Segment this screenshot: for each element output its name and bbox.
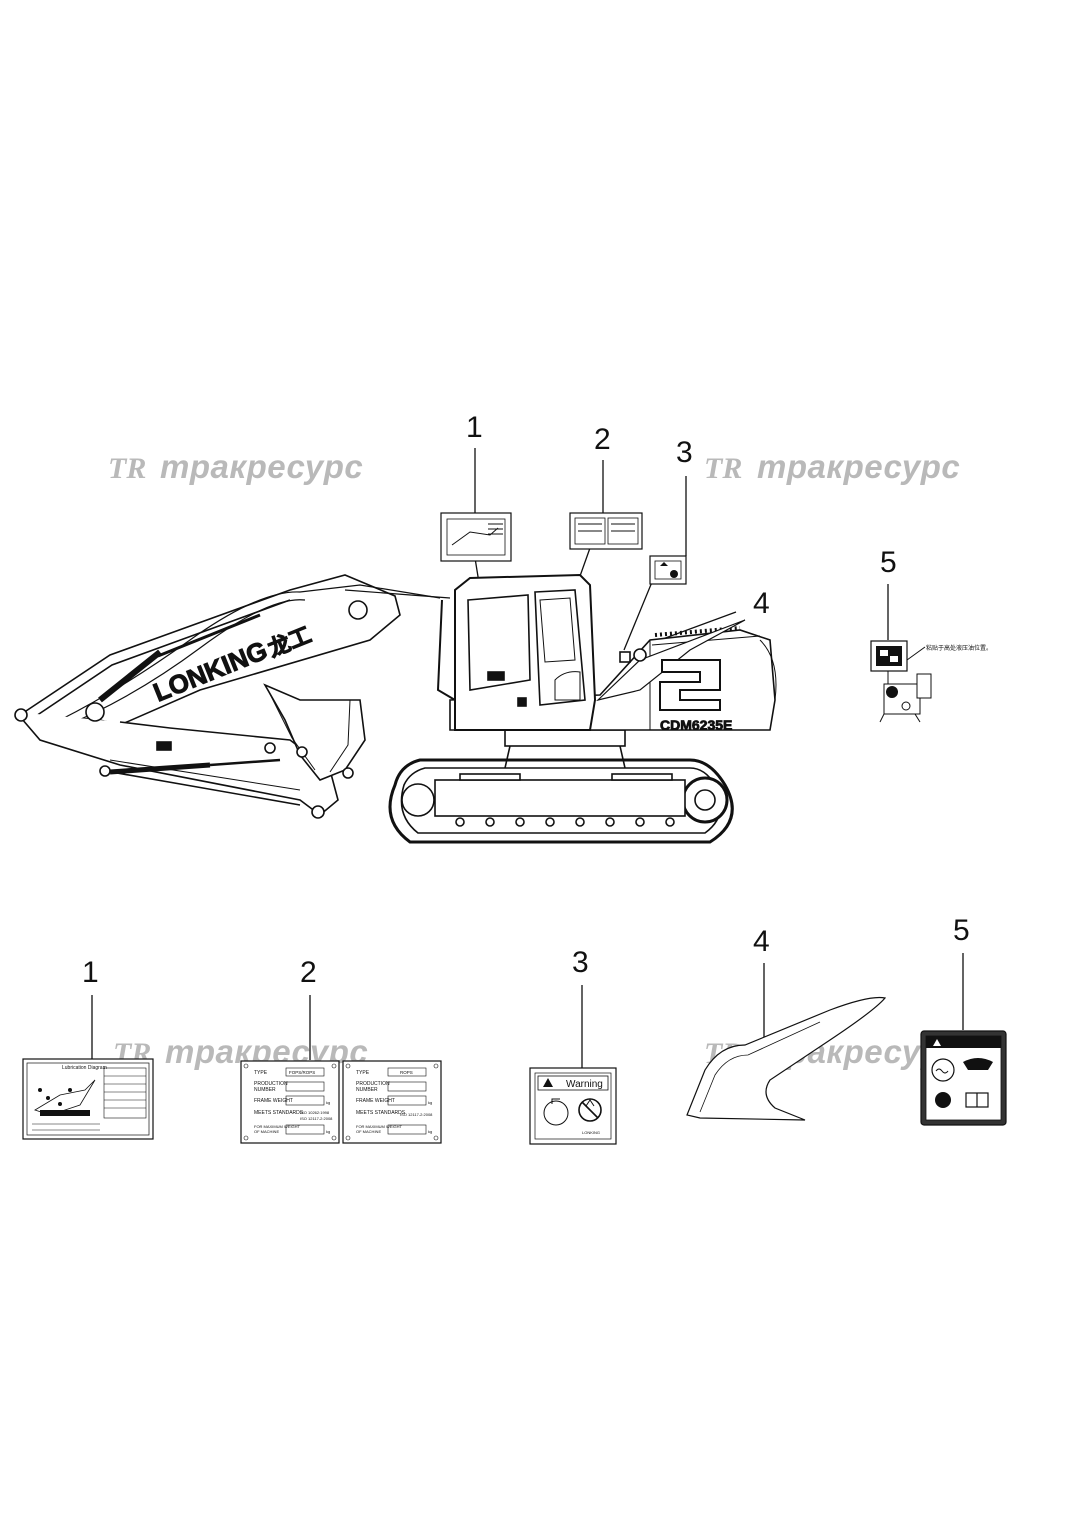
rops-type-value: ROPS <box>400 1070 413 1075</box>
decal-hydraulic-oil <box>920 1030 1007 1126</box>
fops-type-value: FOPS/ROPS <box>289 1070 315 1075</box>
fops-frame-weight-label: FRAME WEIGHT <box>254 1098 293 1104</box>
rops-standard-1: ISO 12117-2:2008 <box>400 1112 433 1117</box>
engine-icon <box>543 1100 569 1126</box>
pressure-gauge-icon <box>931 1058 955 1082</box>
callout-2-top: 2 <box>594 423 611 456</box>
callout-3-bottom: 3 <box>572 946 589 979</box>
preview-decal-2 <box>569 512 643 550</box>
warning-brand: LONKING <box>582 1130 600 1135</box>
callout-2-bottom: 2 <box>300 956 317 989</box>
callout-1-bottom: 1 <box>82 956 99 989</box>
decal-warning: Warning LONKING <box>529 1067 617 1145</box>
warning-triangle-icon <box>543 1078 553 1087</box>
fops-standards-label: MEETS STANDARDS <box>254 1110 304 1116</box>
watermark-1: TR тракресурс <box>108 448 363 485</box>
callout-5-top: 5 <box>880 546 897 579</box>
cap-icon <box>935 1092 951 1108</box>
oil-can-icon <box>963 1058 993 1070</box>
plate-fops-rops: TYPE FOPS/ROPS PRODUCTION NUMBER FRAME W… <box>240 1060 340 1144</box>
decal1-title: Lubrication Diagram <box>62 1065 107 1071</box>
watermark-text: тракресурс <box>160 448 363 485</box>
watermark-logo: TR <box>704 452 742 485</box>
decal-swoosh-stripe <box>686 996 887 1121</box>
watermark-text: тракресурс <box>757 448 960 485</box>
rops-production-label: PRODUCTION <box>356 1081 390 1087</box>
plate-rops: TYPE ROPS PRODUCTION NUMBER FRAME WEIGHT… <box>342 1060 442 1144</box>
callout-5-bottom: 5 <box>953 914 970 947</box>
rops-kg-unit-2: kg <box>428 1129 432 1134</box>
model-text: CDM6235E <box>660 717 732 733</box>
excavator-drawing <box>14 573 777 844</box>
watermark-2: TR тракресурс <box>704 448 960 485</box>
callout-4-bottom: 4 <box>753 925 770 958</box>
rops-max-weight-label: FOR MAXIMUM WEIGHT <box>356 1124 403 1129</box>
rops-frame-weight-label: FRAME WEIGHT <box>356 1098 395 1104</box>
fops-of-machine-label: OF MACHINE <box>254 1129 279 1134</box>
leader-lines-bottom <box>91 953 964 1068</box>
rops-type-label: TYPE <box>356 1070 370 1076</box>
caution-triangle-icon <box>933 1039 941 1046</box>
fops-max-weight-label: FOR MAXIMUM WEIGHT <box>254 1124 301 1129</box>
rops-of-machine-label: OF MACHINE <box>356 1129 381 1134</box>
callout-4-top: 4 <box>753 587 770 620</box>
rops-kg-unit: kg <box>428 1100 432 1105</box>
warning-title: Warning <box>566 1079 603 1090</box>
preview-decal-1 <box>440 512 512 562</box>
fops-standard-1: ISO 10262:1998 <box>300 1110 330 1115</box>
preview-decal-3 <box>649 555 687 585</box>
decal-lubrication-diagram: Lubrication Diagram <box>22 1058 154 1140</box>
fops-kg-unit: kg <box>326 1100 330 1105</box>
watermark-logo: TR <box>108 452 146 485</box>
no-touch-icon <box>578 1098 602 1122</box>
fops-number-label: NUMBER <box>254 1087 276 1093</box>
rops-standards-label: MEETS STANDARDS <box>356 1110 406 1116</box>
fops-kg-unit-2: kg <box>326 1129 330 1134</box>
fops-standard-2: ISO 12117-2:2008 <box>300 1116 333 1121</box>
rops-number-label: NUMBER <box>356 1087 378 1093</box>
callout-1-top: 1 <box>466 411 483 444</box>
side-note-cn: 粘贴于高处液压油位置。 <box>926 644 992 652</box>
callout-3-top: 3 <box>676 436 693 469</box>
fops-type-label: TYPE <box>254 1070 268 1076</box>
fops-production-label: PRODUCTION <box>254 1081 288 1087</box>
preview-decal-5: 粘贴于高处液压油位置。 <box>870 640 992 723</box>
